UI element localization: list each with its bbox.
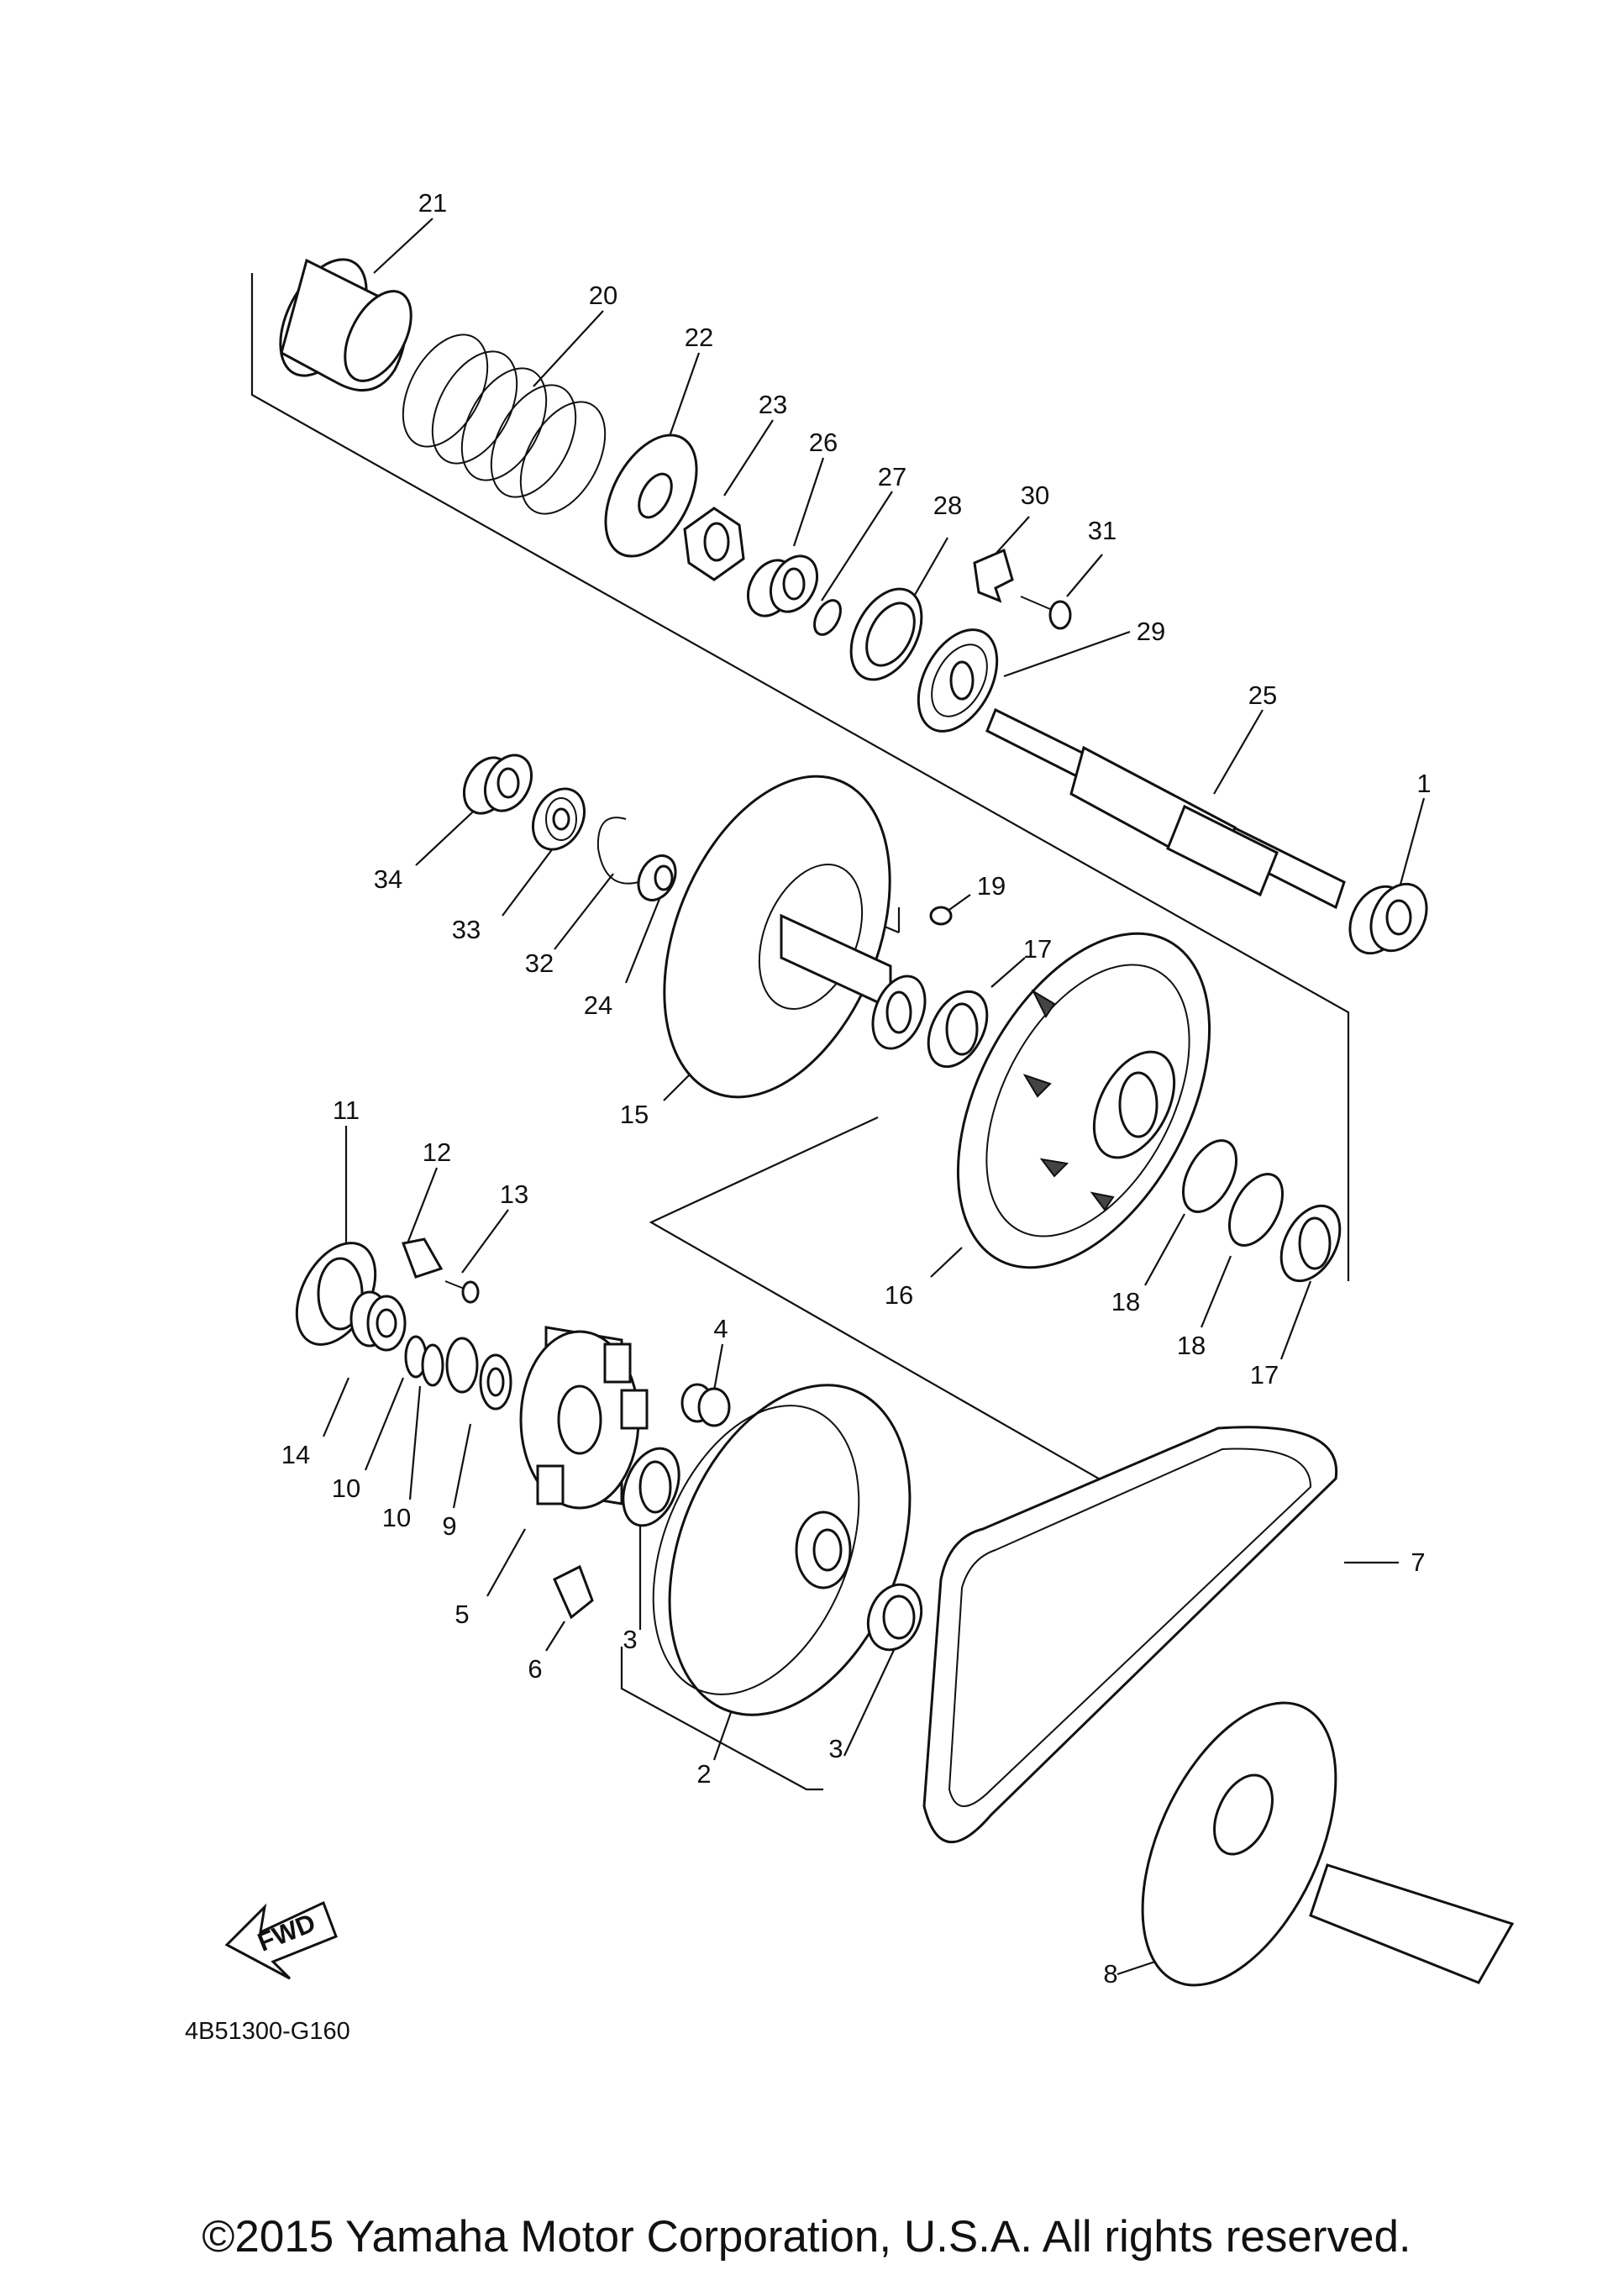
label-22: 22 xyxy=(685,323,713,352)
label-6: 6 xyxy=(528,1654,542,1684)
label-30: 30 xyxy=(1021,481,1049,510)
part-8-primary-fixed-sheave xyxy=(1141,1701,1515,1987)
part-17-oil-seal-upper xyxy=(927,990,989,1069)
label-10-a: 10 xyxy=(332,1474,360,1503)
part-7-v-belt xyxy=(922,1426,1338,1843)
part-10-o-ring-b xyxy=(421,1343,444,1387)
label-18-b: 18 xyxy=(1177,1331,1206,1360)
label-33: 33 xyxy=(452,915,481,944)
label-29: 29 xyxy=(1137,617,1165,646)
part-18-o-ring-a xyxy=(1181,1139,1238,1213)
label-17-upper: 17 xyxy=(1023,934,1052,964)
part-26-bearing xyxy=(746,554,819,617)
part-1-bearing xyxy=(1348,882,1428,955)
part-19-pin xyxy=(929,906,953,926)
label-11: 11 xyxy=(333,1095,360,1125)
label-24: 24 xyxy=(584,990,612,1020)
label-2: 2 xyxy=(696,1759,711,1789)
part-17-oil-seal-lower xyxy=(1279,1204,1342,1283)
part-18-o-ring-b xyxy=(1227,1173,1285,1247)
part-12-plate xyxy=(401,1237,444,1279)
part-3-collar-b xyxy=(866,1583,923,1652)
part-16-sliding-sheave xyxy=(956,932,1211,1269)
label-26: 26 xyxy=(809,428,838,457)
label-28: 28 xyxy=(933,491,962,520)
part-23-nut xyxy=(683,507,745,581)
copyright-notice: ©2015 Yamaha Motor Corporation, U.S.A. A… xyxy=(202,2212,1411,2262)
label-25: 25 xyxy=(1248,680,1277,710)
part-21-spring-seat xyxy=(279,258,412,392)
part-27-o-ring xyxy=(813,599,842,636)
part-3-collar-a xyxy=(622,1447,680,1527)
label-17-lower: 17 xyxy=(1250,1360,1279,1390)
part-13-screw xyxy=(444,1280,480,1304)
part-22-washer xyxy=(604,433,698,558)
label-14: 14 xyxy=(281,1440,310,1469)
label-1: 1 xyxy=(1416,769,1431,798)
part-31-bolt xyxy=(1020,596,1072,630)
part-9-collar xyxy=(445,1337,512,1411)
label-10-b: 10 xyxy=(382,1503,411,1532)
part-34-bearing xyxy=(462,754,533,815)
part-33-bearing xyxy=(532,787,586,851)
part-15-fixed-sheave xyxy=(663,775,927,1099)
label-19: 19 xyxy=(977,871,1006,901)
label-21: 21 xyxy=(418,188,447,218)
part-6-slider xyxy=(553,1564,594,1620)
label-20: 20 xyxy=(589,281,617,310)
label-8: 8 xyxy=(1103,1959,1117,1989)
label-27: 27 xyxy=(878,462,906,491)
part-labels: 21 20 22 23 26 27 28 30 31 29 25 1 19 17… xyxy=(281,188,1432,1989)
part-5-cam xyxy=(519,1326,649,1510)
part-32-circlip xyxy=(596,817,639,885)
label-4: 4 xyxy=(713,1314,728,1343)
label-23: 23 xyxy=(759,390,787,419)
label-3-a: 3 xyxy=(623,1625,637,1654)
label-9: 9 xyxy=(442,1511,456,1541)
part-25-secondary-shaft xyxy=(985,707,1346,910)
label-13: 13 xyxy=(500,1180,528,1209)
part-30-plate xyxy=(973,548,1014,603)
part-29-ball-bearing xyxy=(917,628,999,733)
part-24-collar xyxy=(637,854,677,901)
label-5: 5 xyxy=(454,1600,469,1629)
label-32: 32 xyxy=(525,948,554,978)
fwd-arrow-icon: FWD xyxy=(224,1900,338,1980)
label-34: 34 xyxy=(374,864,402,894)
label-15: 15 xyxy=(620,1100,649,1129)
label-18-a: 18 xyxy=(1111,1287,1140,1316)
label-16: 16 xyxy=(885,1280,913,1310)
label-12: 12 xyxy=(423,1137,451,1167)
drawing-code: 4B51300-G160 xyxy=(185,2018,350,2045)
part-14-collar xyxy=(349,1290,407,1352)
part-4-weight xyxy=(680,1383,731,1427)
label-3-b: 3 xyxy=(828,1734,843,1763)
part-20-compression-spring xyxy=(402,334,607,515)
label-7: 7 xyxy=(1411,1547,1425,1577)
label-31: 31 xyxy=(1088,516,1116,545)
part-28-oil-seal xyxy=(849,587,923,681)
part-2-primary-sliding-sheave xyxy=(652,1384,912,1716)
